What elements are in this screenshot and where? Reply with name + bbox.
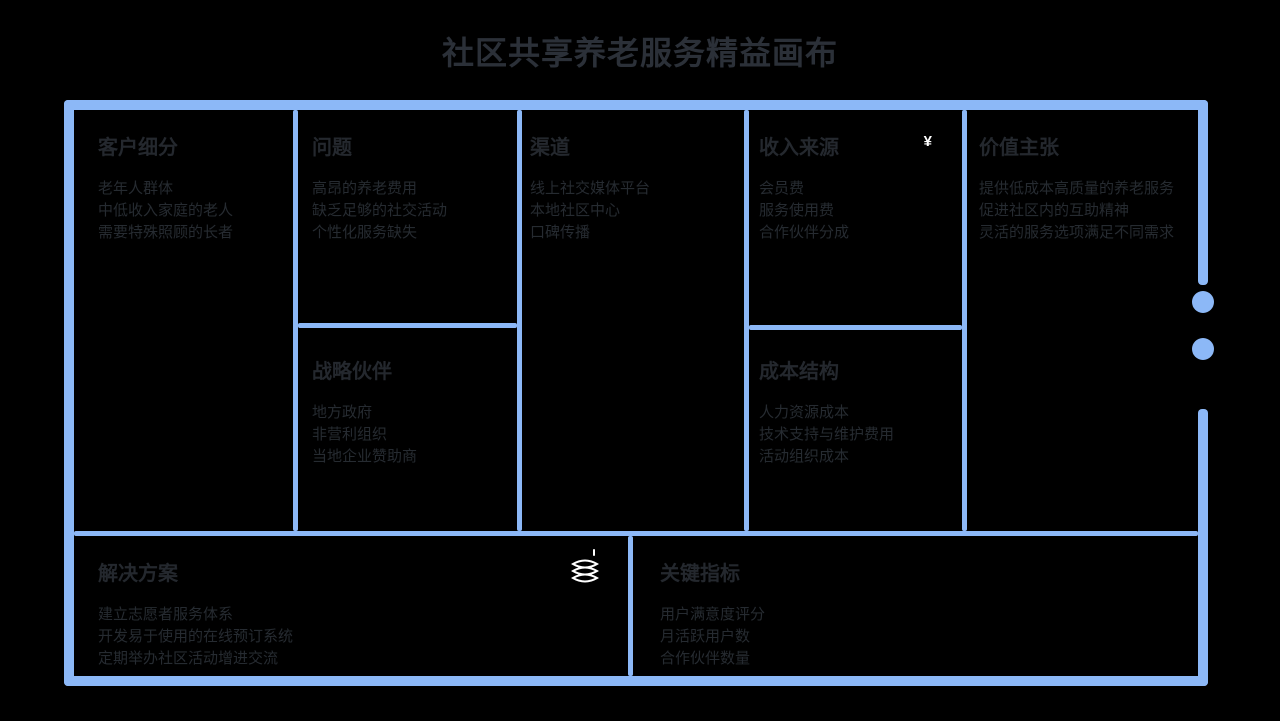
list-item: 人力资源成本 bbox=[759, 404, 850, 421]
frame-border-left bbox=[64, 100, 74, 686]
grid-divider-vertical bbox=[293, 110, 298, 531]
list-item: 促进社区内的互助精神 bbox=[979, 202, 1130, 219]
list-item: 活动组织成本 bbox=[759, 448, 850, 465]
section-title: 解决方案 bbox=[98, 563, 178, 585]
list-item: 建立志愿者服务体系 bbox=[98, 606, 234, 623]
grid-divider-vertical bbox=[628, 536, 633, 676]
list-item: 线上社交媒体平台 bbox=[530, 180, 651, 197]
list-item: 需要特殊照顾的长者 bbox=[98, 224, 234, 241]
list-item: 非营利组织 bbox=[312, 426, 388, 443]
grid-divider-vertical bbox=[517, 110, 522, 531]
section-key-metrics: 关键指标 用户满意度评分 月活跃用户数 合作伙伴数量 bbox=[633, 536, 1198, 676]
section-value-proposition: 价值主张 提供低成本高质量的养老服务 促进社区内的互助精神 灵活的服务选项满足不… bbox=[967, 110, 1198, 531]
grid-divider-vertical bbox=[744, 110, 749, 531]
list-item: 地方政府 bbox=[312, 404, 373, 421]
section-title: 关键指标 bbox=[660, 563, 740, 585]
list-item: 月活跃用户数 bbox=[660, 628, 751, 645]
frame-border-bottom bbox=[64, 676, 1208, 686]
list-item: 口碑传播 bbox=[530, 224, 591, 241]
page-title: 社区共享养老服务精益画布 bbox=[441, 35, 838, 71]
section-title: 价值主张 bbox=[979, 137, 1059, 159]
list-item: 当地企业赞助商 bbox=[312, 448, 418, 465]
list-item: 中低收入家庭的老人 bbox=[98, 202, 234, 219]
list-item: 个性化服务缺失 bbox=[312, 224, 418, 241]
list-item: 合作伙伴分成 bbox=[759, 224, 850, 241]
list-item: 合作伙伴数量 bbox=[660, 650, 751, 667]
list-item: 定期举办社区活动增进交流 bbox=[98, 650, 279, 667]
section-cost-structure: 成本结构 人力资源成本 技术支持与维护费用 活动组织成本 bbox=[749, 330, 962, 531]
list-item: 服务使用费 bbox=[759, 202, 835, 219]
section-solutions: 解决方案 建立志愿者服务体系 开发易于使用的在线预订系统 定期举办社区活动增进交… bbox=[74, 536, 628, 676]
section-strategic-partners: 战略伙伴 地方政府 非营利组织 当地企业赞助商 bbox=[298, 330, 517, 531]
list-item: 会员费 bbox=[759, 180, 805, 197]
right-edge-connector-dot bbox=[1192, 291, 1214, 313]
grid-divider-horizontal bbox=[74, 531, 1198, 536]
section-title: 成本结构 bbox=[759, 361, 839, 383]
section-title: 收入来源 bbox=[759, 137, 839, 159]
section-channels: 渠道 线上社交媒体平台 本地社区中心 口碑传播 bbox=[522, 110, 744, 531]
section-title: 问题 bbox=[312, 137, 352, 159]
list-item: 本地社区中心 bbox=[530, 202, 621, 219]
section-title: 客户细分 bbox=[98, 137, 178, 159]
section-title: 战略伙伴 bbox=[312, 361, 392, 383]
layers-icon bbox=[570, 548, 600, 590]
list-item: 开发易于使用的在线预订系统 bbox=[98, 628, 294, 645]
section-customer-segments: 客户细分 老年人群体 中低收入家庭的老人 需要特殊照顾的长者 bbox=[74, 110, 293, 531]
section-revenue-streams: 收入来源 ¥ 会员费 服务使用费 合作伙伴分成 bbox=[749, 110, 962, 323]
grid-divider-horizontal bbox=[749, 325, 962, 330]
grid-divider-vertical bbox=[962, 110, 967, 531]
list-item: 用户满意度评分 bbox=[660, 606, 766, 623]
list-item: 技术支持与维护费用 bbox=[759, 426, 895, 443]
list-item: 老年人群体 bbox=[98, 180, 174, 197]
grid-divider-horizontal bbox=[298, 323, 517, 328]
section-problems: 问题 高昂的养老费用 缺乏足够的社交活动 个性化服务缺失 bbox=[298, 110, 517, 323]
frame-border-right-upper bbox=[1198, 100, 1208, 285]
list-item: 高昂的养老费用 bbox=[312, 180, 418, 197]
right-edge-connector-dot bbox=[1192, 338, 1214, 360]
yuan-currency-icon: ¥ bbox=[923, 133, 932, 150]
section-title: 渠道 bbox=[530, 137, 570, 159]
frame-border-top bbox=[64, 100, 1208, 110]
list-item: 灵活的服务选项满足不同需求 bbox=[979, 224, 1175, 241]
frame-border-right-lower bbox=[1198, 409, 1208, 686]
list-item: 提供低成本高质量的养老服务 bbox=[979, 180, 1175, 197]
list-item: 缺乏足够的社交活动 bbox=[312, 202, 448, 219]
